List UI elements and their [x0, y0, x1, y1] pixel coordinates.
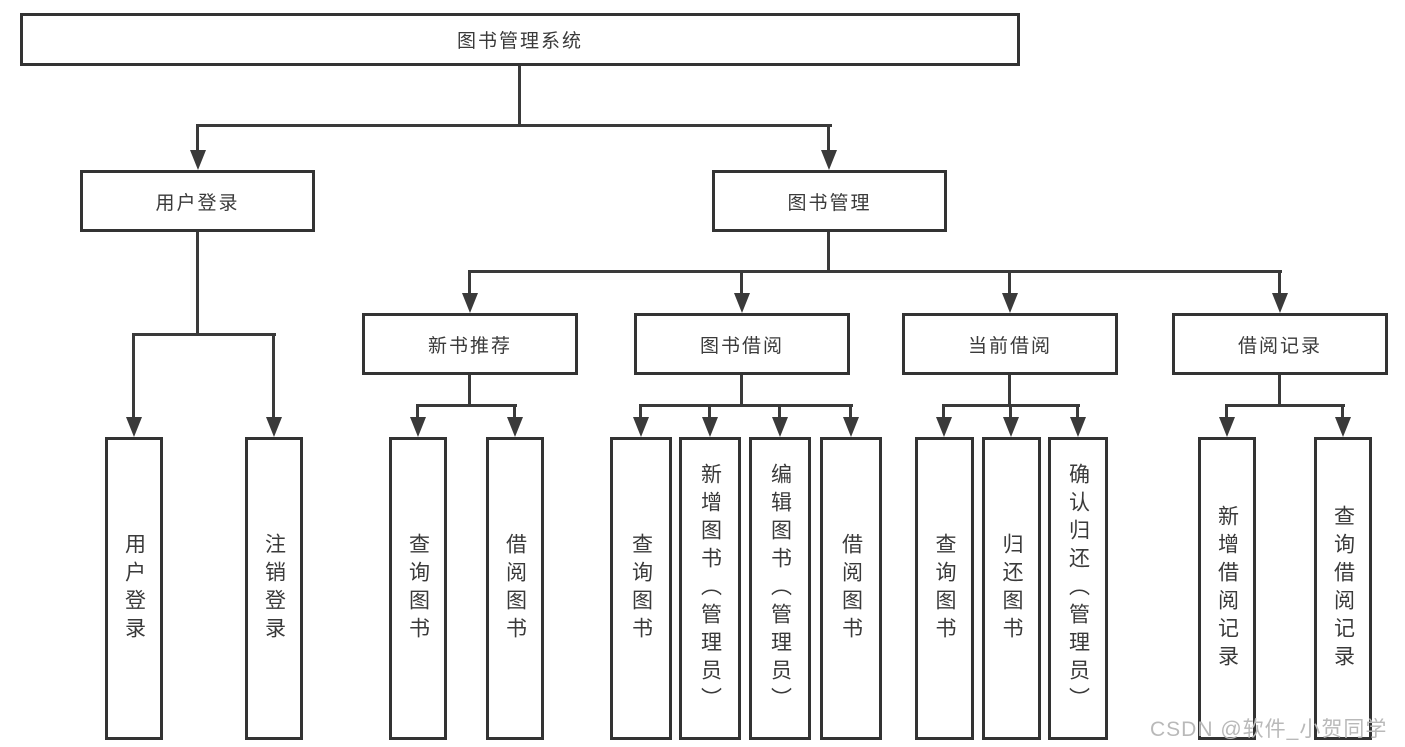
node-label: 新增图书（管理员）	[698, 462, 722, 715]
node-label: 用户登录	[122, 532, 146, 645]
connector-line	[1225, 404, 1345, 407]
arrowhead-icon	[633, 417, 649, 437]
connector-line	[196, 232, 199, 335]
node-add-books-admin: 新增图书（管理员）	[679, 437, 741, 740]
connector-line	[1009, 407, 1012, 419]
node-label: 归还图书	[1000, 532, 1023, 645]
node-label: 当前借阅	[967, 335, 1052, 357]
node-book-management: 图书管理	[712, 170, 947, 232]
connector-line	[1278, 273, 1281, 295]
node-confirm-return-admin: 确认归还（管理员）	[1048, 437, 1108, 740]
node-label: 编辑图书（管理员）	[768, 462, 792, 715]
arrowhead-icon	[772, 417, 788, 437]
arrowhead-icon	[1335, 417, 1351, 437]
node-label: 注销登录	[262, 532, 286, 645]
node-return-books: 归还图书	[982, 437, 1041, 740]
connector-line	[778, 407, 781, 419]
csdn-watermark: CSDN @软件_小贺同学	[1150, 718, 1388, 741]
node-borrowing-records: 借阅记录	[1172, 313, 1388, 375]
connector-line	[272, 336, 275, 418]
node-query-borrowing-record: 查询借阅记录	[1314, 437, 1372, 740]
node-label: 借阅图书	[503, 532, 527, 645]
connector-line	[1341, 407, 1344, 419]
connector-line	[1225, 407, 1228, 419]
connector-line	[942, 407, 945, 419]
arrowhead-icon	[734, 293, 750, 313]
node-query-books-current: 查询图书	[915, 437, 974, 740]
arrowhead-icon	[1003, 417, 1019, 437]
node-add-borrowing-record: 新增借阅记录	[1198, 437, 1256, 740]
connector-line	[132, 336, 135, 418]
node-label: 确认归还（管理员）	[1066, 462, 1090, 715]
arrowhead-icon	[507, 417, 523, 437]
connector-line	[468, 270, 1282, 273]
node-label: 查询图书	[933, 532, 956, 645]
node-user-login-leaf: 用户登录	[105, 437, 163, 740]
node-label: 借阅图书	[839, 532, 863, 645]
arrowhead-icon	[126, 417, 142, 437]
arrowhead-icon	[1219, 417, 1235, 437]
arrowhead-icon	[821, 150, 837, 170]
node-query-books-recommend: 查询图书	[389, 437, 447, 740]
node-borrow-books-recommend: 借阅图书	[486, 437, 544, 740]
connector-line	[416, 407, 419, 419]
node-edit-books-admin: 编辑图书（管理员）	[749, 437, 811, 740]
connector-line	[196, 127, 199, 152]
node-label: 查询图书	[629, 532, 653, 645]
connector-line	[639, 404, 853, 407]
arrowhead-icon	[1272, 293, 1288, 313]
connector-line	[639, 407, 642, 419]
node-label: 图书借阅	[699, 335, 784, 357]
connector-line	[518, 66, 521, 126]
connector-line	[1278, 375, 1281, 407]
node-logout: 注销登录	[245, 437, 303, 740]
node-borrow-books-borrowing: 借阅图书	[820, 437, 882, 740]
connector-line	[827, 232, 830, 273]
connector-line	[708, 407, 711, 419]
node-query-books-borrowing: 查询图书	[610, 437, 672, 740]
arrowhead-icon	[1070, 417, 1086, 437]
node-label: 查询图书	[406, 532, 430, 645]
connector-line	[849, 407, 852, 419]
arrowhead-icon	[462, 293, 478, 313]
connector-line	[513, 407, 516, 419]
arrowhead-icon	[936, 417, 952, 437]
arrowhead-icon	[702, 417, 718, 437]
node-library-management-system: 图书管理系统	[20, 13, 1020, 66]
arrowhead-icon	[1002, 293, 1018, 313]
node-label: 查询借阅记录	[1331, 504, 1355, 673]
arrowhead-icon	[410, 417, 426, 437]
connector-line	[740, 375, 743, 407]
node-new-book-recommendation: 新书推荐	[362, 313, 578, 375]
connector-line	[740, 273, 743, 295]
node-label: 用户登录	[155, 192, 240, 214]
connector-line	[827, 127, 830, 152]
arrowhead-icon	[266, 417, 282, 437]
node-user-login: 用户登录	[80, 170, 315, 232]
connector-line	[416, 404, 517, 407]
node-label: 新书推荐	[427, 335, 512, 357]
arrowhead-icon	[843, 417, 859, 437]
node-label: 借阅记录	[1237, 335, 1322, 357]
node-current-borrowing: 当前借阅	[902, 313, 1118, 375]
node-label: 新增借阅记录	[1215, 504, 1239, 673]
connector-line	[942, 404, 1080, 407]
connector-line	[468, 375, 471, 407]
connector-line	[468, 273, 471, 295]
arrowhead-icon	[190, 150, 206, 170]
node-label: 图书管理	[787, 192, 872, 214]
connector-line	[1008, 375, 1011, 407]
connector-line	[1076, 407, 1079, 419]
connector-line	[132, 333, 276, 336]
node-label: 图书管理系统	[456, 31, 583, 52]
connector-line	[196, 124, 832, 127]
node-book-borrowing: 图书借阅	[634, 313, 850, 375]
connector-line	[1008, 273, 1011, 295]
